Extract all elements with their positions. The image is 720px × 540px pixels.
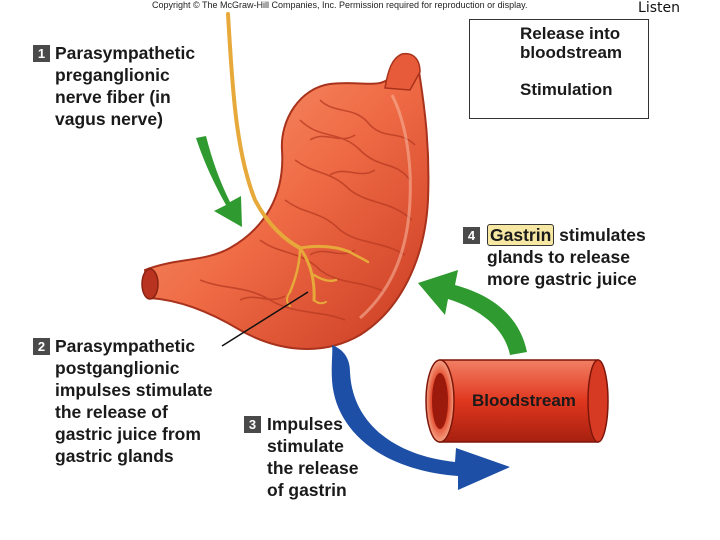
step-2-text: Parasympathetic postganglionic impulses … <box>55 336 213 466</box>
bloodstream-label: Bloodstream <box>472 391 576 410</box>
listen-button[interactable]: Listen <box>638 0 680 16</box>
legend-box: Release into bloodstream Stimulation <box>469 19 649 119</box>
stimulation-arrow-4 <box>418 270 527 355</box>
leader-line <box>221 291 309 347</box>
step-4-text: Gastrin stimulates glands to release mor… <box>487 224 646 289</box>
gastrin-highlight: Gastrin <box>487 224 555 246</box>
legend-release-label: Release into bloodstream <box>520 24 623 62</box>
copyright-notice: Copyright © The McGraw-Hill Companies, I… <box>152 0 528 10</box>
stimulation-arrow-1 <box>196 136 242 227</box>
release-arrow <box>331 345 510 490</box>
stomach-illustration <box>141 52 430 350</box>
step-number-badge: 4 <box>463 227 480 244</box>
step-number-badge: 2 <box>33 338 50 355</box>
step-3-text: Impulses stimulate the release of gastri… <box>267 414 359 500</box>
bloodstream-vessel <box>425 359 609 443</box>
step-1-text: Parasympathetic preganglionic nerve fibe… <box>55 43 196 129</box>
step-number-badge: 1 <box>33 45 50 62</box>
vagus-nerve <box>226 12 370 307</box>
legend-stimulation-label: Stimulation <box>520 80 613 99</box>
step-number-badge: 3 <box>244 416 261 433</box>
